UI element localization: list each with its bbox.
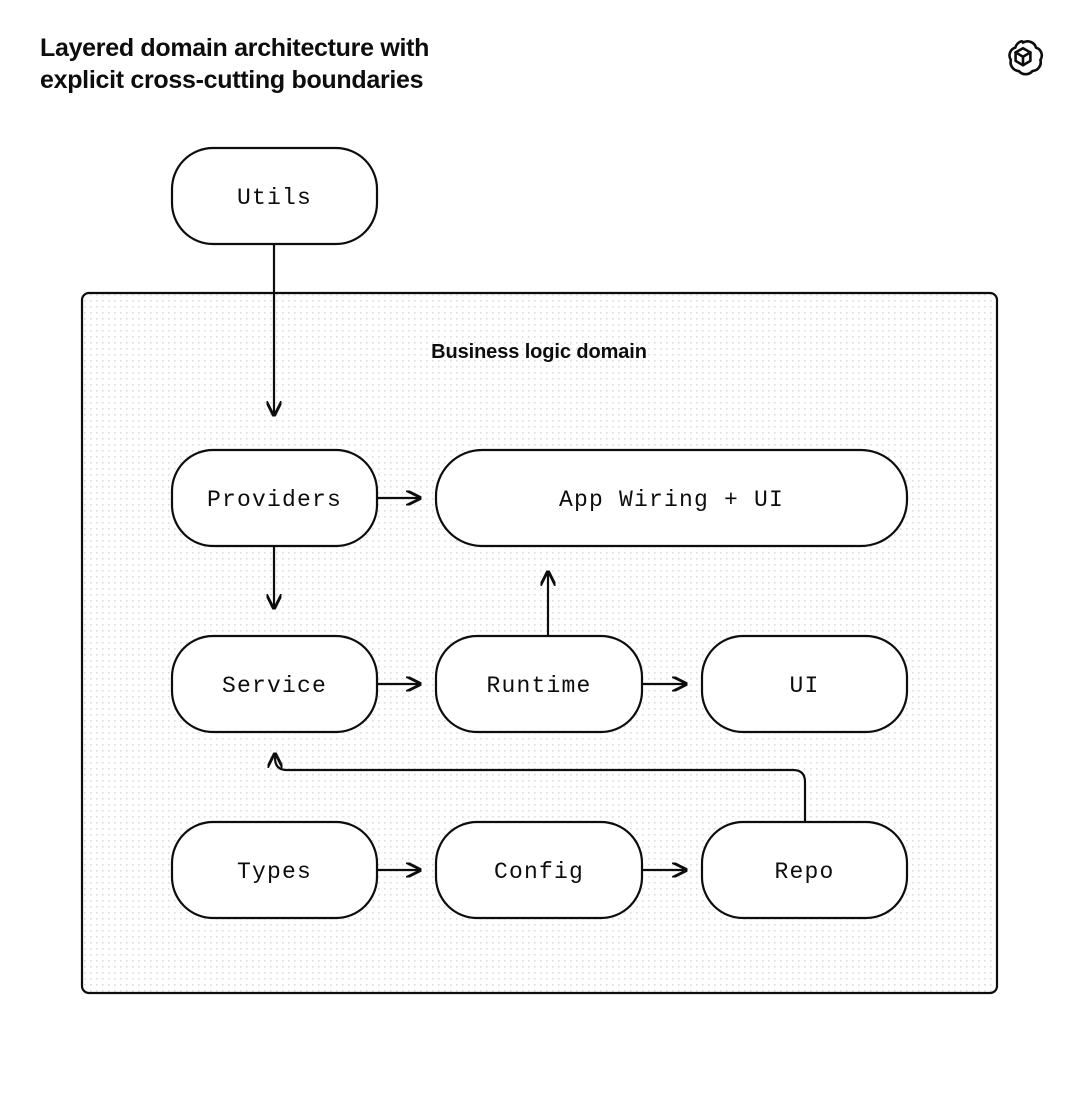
node-providers-label: Providers: [207, 487, 342, 513]
node-app-wiring[interactable]: App Wiring + UI: [434, 448, 909, 548]
node-repo-label: Repo: [774, 859, 834, 885]
node-service[interactable]: Service: [170, 634, 379, 734]
node-utils[interactable]: Utils: [170, 146, 379, 246]
node-runtime[interactable]: Runtime: [434, 634, 644, 734]
node-types[interactable]: Types: [170, 820, 379, 920]
page-title: Layered domain architecture with explici…: [40, 34, 430, 94]
openai-logo: [1002, 36, 1044, 78]
node-app-wiring-label: App Wiring + UI: [559, 487, 784, 513]
node-repo[interactable]: Repo: [700, 820, 909, 920]
node-types-label: Types: [237, 859, 312, 885]
node-runtime-label: Runtime: [486, 673, 591, 699]
edge-layer: [274, 244, 807, 870]
node-config-label: Config: [494, 859, 584, 885]
edge-repo-to-service: [275, 754, 807, 822]
node-ui-label: UI: [789, 673, 819, 699]
node-providers[interactable]: Providers: [170, 448, 379, 548]
node-utils-label: Utils: [237, 185, 312, 211]
domain-container-label: Business logic domain: [431, 341, 647, 363]
node-service-label: Service: [222, 673, 327, 699]
node-ui[interactable]: UI: [700, 634, 909, 734]
node-config[interactable]: Config: [434, 820, 644, 920]
